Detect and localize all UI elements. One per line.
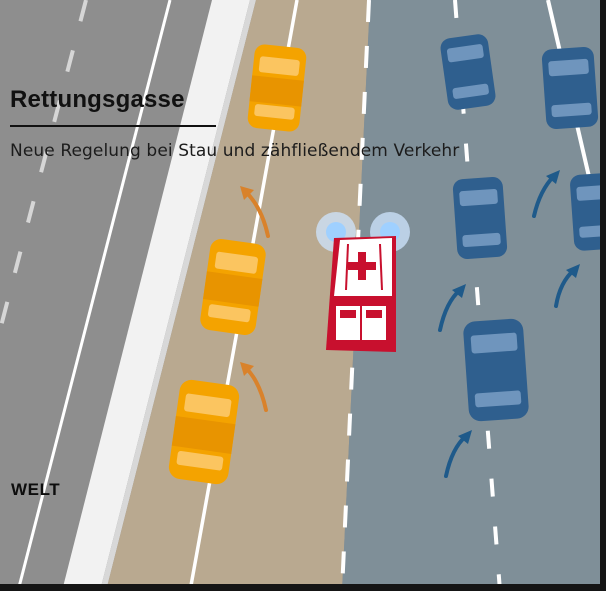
frame-right-edge: [600, 0, 606, 591]
shoulder-shadow: [100, 0, 256, 591]
left-lane-edge-line: [16, 0, 172, 591]
graphic-title: Rettungsgasse: [10, 86, 185, 113]
blue-arrow-bottom-head: [458, 430, 472, 444]
orange-arrow-lower-head: [240, 362, 254, 376]
blue-car-middle: [452, 177, 508, 259]
ambulance: [316, 212, 410, 352]
title-underline: [10, 125, 216, 127]
orange-car-top: [247, 44, 307, 132]
frame-bottom-edge: [0, 584, 606, 591]
blue-arrow-top-right-head: [546, 170, 560, 184]
welt-logo: WELT: [11, 480, 61, 499]
orange-car-bottom: [168, 379, 240, 485]
blue-car-top-right: [541, 46, 599, 130]
ambulance-cross-horizontal: [348, 262, 376, 270]
blue-car-top-left: [440, 34, 496, 110]
orange-car-middle: [200, 238, 266, 336]
blue-car-bottom: [463, 318, 529, 422]
orange-arrow-upper-head: [240, 186, 254, 200]
left-lane-dashes: [0, 0, 88, 331]
right-road-surface: [342, 0, 606, 591]
white-shoulder-strip: [62, 0, 250, 591]
graphic-subtitle: Neue Regelung bei Stau und zähfließendem…: [10, 141, 460, 161]
blue-arrow-middle-left-head: [452, 284, 466, 298]
blue-arrow-middle-right-head: [566, 264, 580, 278]
